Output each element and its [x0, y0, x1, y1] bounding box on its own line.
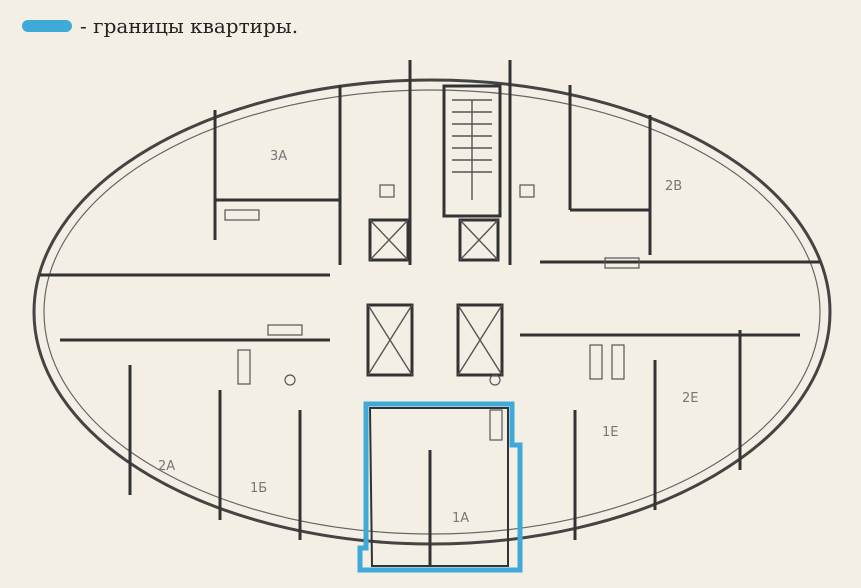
apartment-1a-walls: [368, 407, 509, 567]
stair-core: [442, 84, 502, 218]
legend-swatch: [22, 20, 72, 32]
room-label-2e: 2E: [682, 391, 699, 406]
legend-text: - границы квартиры.: [80, 14, 299, 38]
building-outline-inner: [43, 89, 821, 535]
elevator-top-left: [368, 218, 410, 262]
room-label-2a: 2A: [158, 459, 175, 474]
elevator-bottom-right: [456, 303, 504, 377]
room-label-3a: 3A: [270, 149, 287, 164]
stairs: [452, 99, 492, 200]
building-outline: [32, 78, 832, 546]
elevator-top-right: [458, 218, 500, 262]
room-label-1b: 1Б: [250, 481, 267, 496]
room-label-1a: 1A: [452, 511, 469, 526]
legend: - границы квартиры.: [22, 14, 298, 38]
elevator-bottom-left: [366, 303, 414, 377]
partition-walls: [40, 60, 820, 540]
room-label-2b: 2B: [665, 179, 682, 194]
bathroom-fixtures: [224, 184, 640, 441]
room-label-1e: 1E: [602, 425, 619, 440]
apartment-boundary-highlight: [357, 401, 523, 573]
